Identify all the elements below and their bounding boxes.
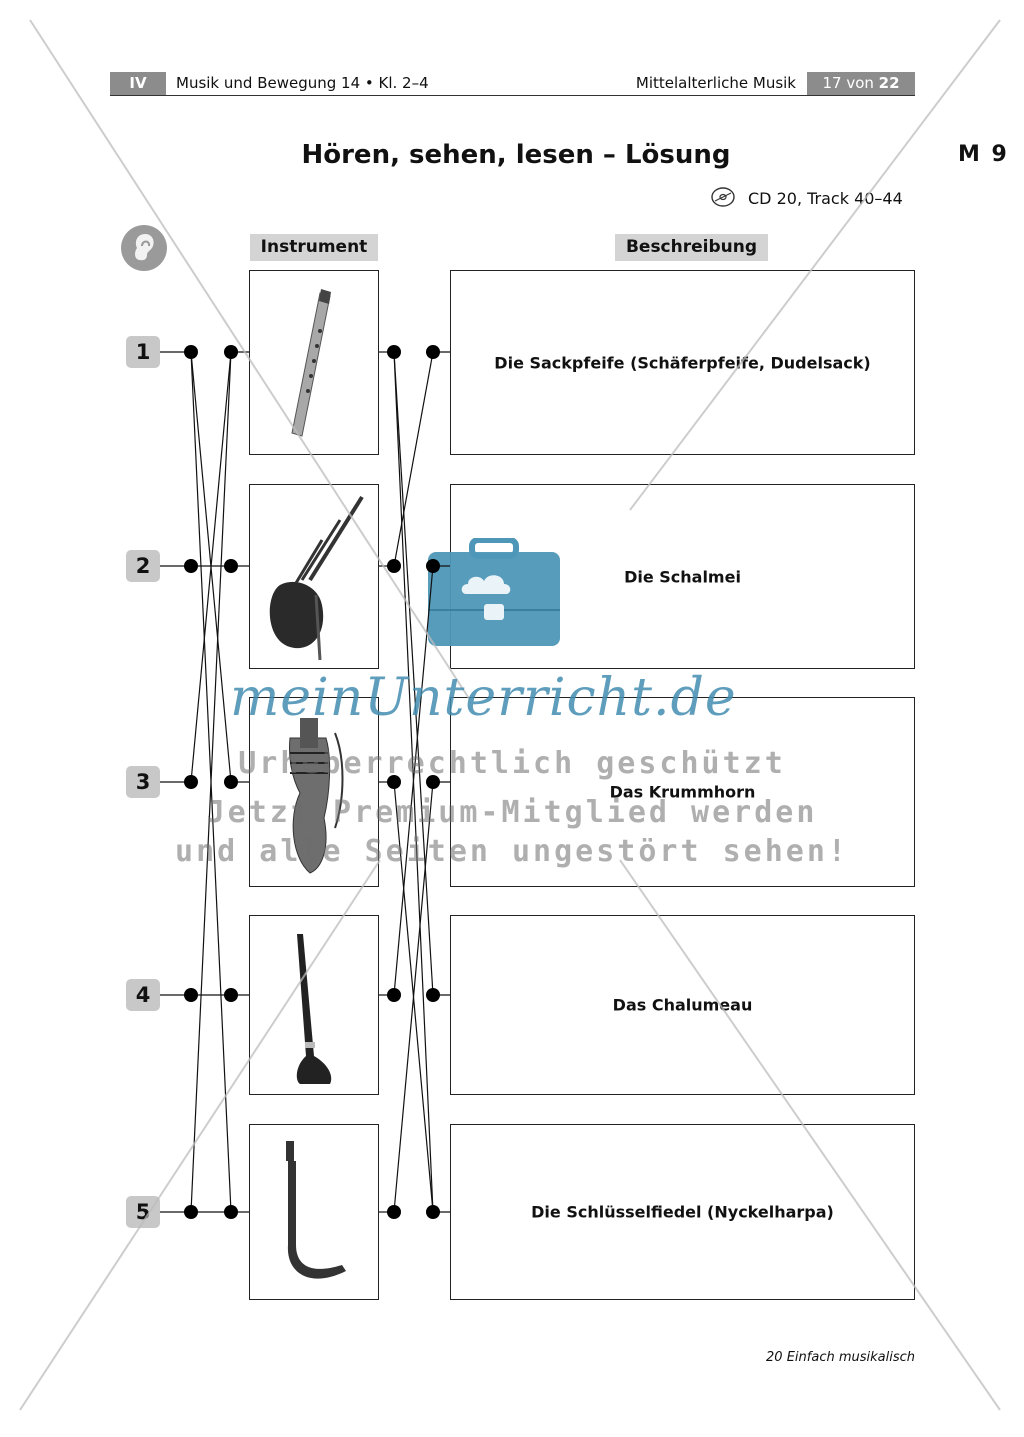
watermark-line-1: Urheberrechtlich geschützt <box>238 746 786 781</box>
row-number-1: 1 <box>126 336 160 368</box>
page-title: Hören, sehen, lesen – Lösung <box>301 140 731 170</box>
column-header-description: Beschreibung <box>615 234 768 261</box>
description-text-3: Das Krummhorn <box>609 782 756 802</box>
header-rule <box>110 95 915 96</box>
row-number-3: 3 <box>126 766 160 798</box>
pipe-instrument-icon <box>291 289 331 437</box>
column-header-instrument: Instrument <box>250 234 378 261</box>
shawm-instrument-icon <box>296 934 332 1084</box>
series-title: Musik und Bewegung 14 • Kl. 2–4 <box>176 74 429 92</box>
watermark-line-2: Jetzt Premium-Mitglied werden <box>206 795 818 830</box>
page-total: 22 <box>878 74 900 92</box>
row-number-4: 4 <box>126 979 160 1011</box>
topic-title: Mittelalterliche Musik <box>635 74 796 92</box>
instrument-box-4 <box>249 915 379 1095</box>
description-text-2: Die Schalmei <box>624 567 741 586</box>
description-box-4: Das Chalumeau <box>450 915 915 1095</box>
description-box-5: Die Schlüsselfiedel (Nyckelharpa) <box>450 1124 915 1300</box>
material-code: M 9 <box>958 142 1009 167</box>
page-current: 17 <box>822 74 842 92</box>
page-indicator: 17 von 22 <box>807 72 915 95</box>
row-number-2: 2 <box>126 550 160 582</box>
ear-icon <box>120 224 168 276</box>
crumhorn-instrument-icon <box>286 1141 346 1279</box>
cd-reference: CD 20, Track 40–44 <box>748 189 903 208</box>
page-separator: von <box>846 74 874 92</box>
description-text-5: Die Schlüsselfiedel (Nyckelharpa) <box>531 1202 834 1222</box>
footer-source: 20 Einfach musikalisch <box>766 1350 915 1365</box>
watermark-bag-icon <box>428 538 560 646</box>
instrument-box-1 <box>249 270 379 455</box>
nyckelharpa-instrument-icon <box>289 718 344 874</box>
description-box-1: Die Sackpfeife (Schäferpfeife, Dudelsack… <box>450 270 915 455</box>
section-badge: IV <box>110 72 166 95</box>
watermark-logo: meinUnterricht.de <box>230 668 737 728</box>
cd-icon <box>710 186 736 212</box>
watermark-line-3: und alle Seiten ungestört sehen! <box>175 834 849 869</box>
instrument-box-3 <box>249 697 379 887</box>
instrument-box-2 <box>249 484 379 669</box>
description-box-3: Das Krummhorn <box>450 697 915 887</box>
bagpipe-instrument-icon <box>269 495 364 661</box>
description-text-1: Die Sackpfeife (Schäferpfeife, Dudelsack… <box>494 353 871 372</box>
instrument-box-5 <box>249 1124 379 1300</box>
